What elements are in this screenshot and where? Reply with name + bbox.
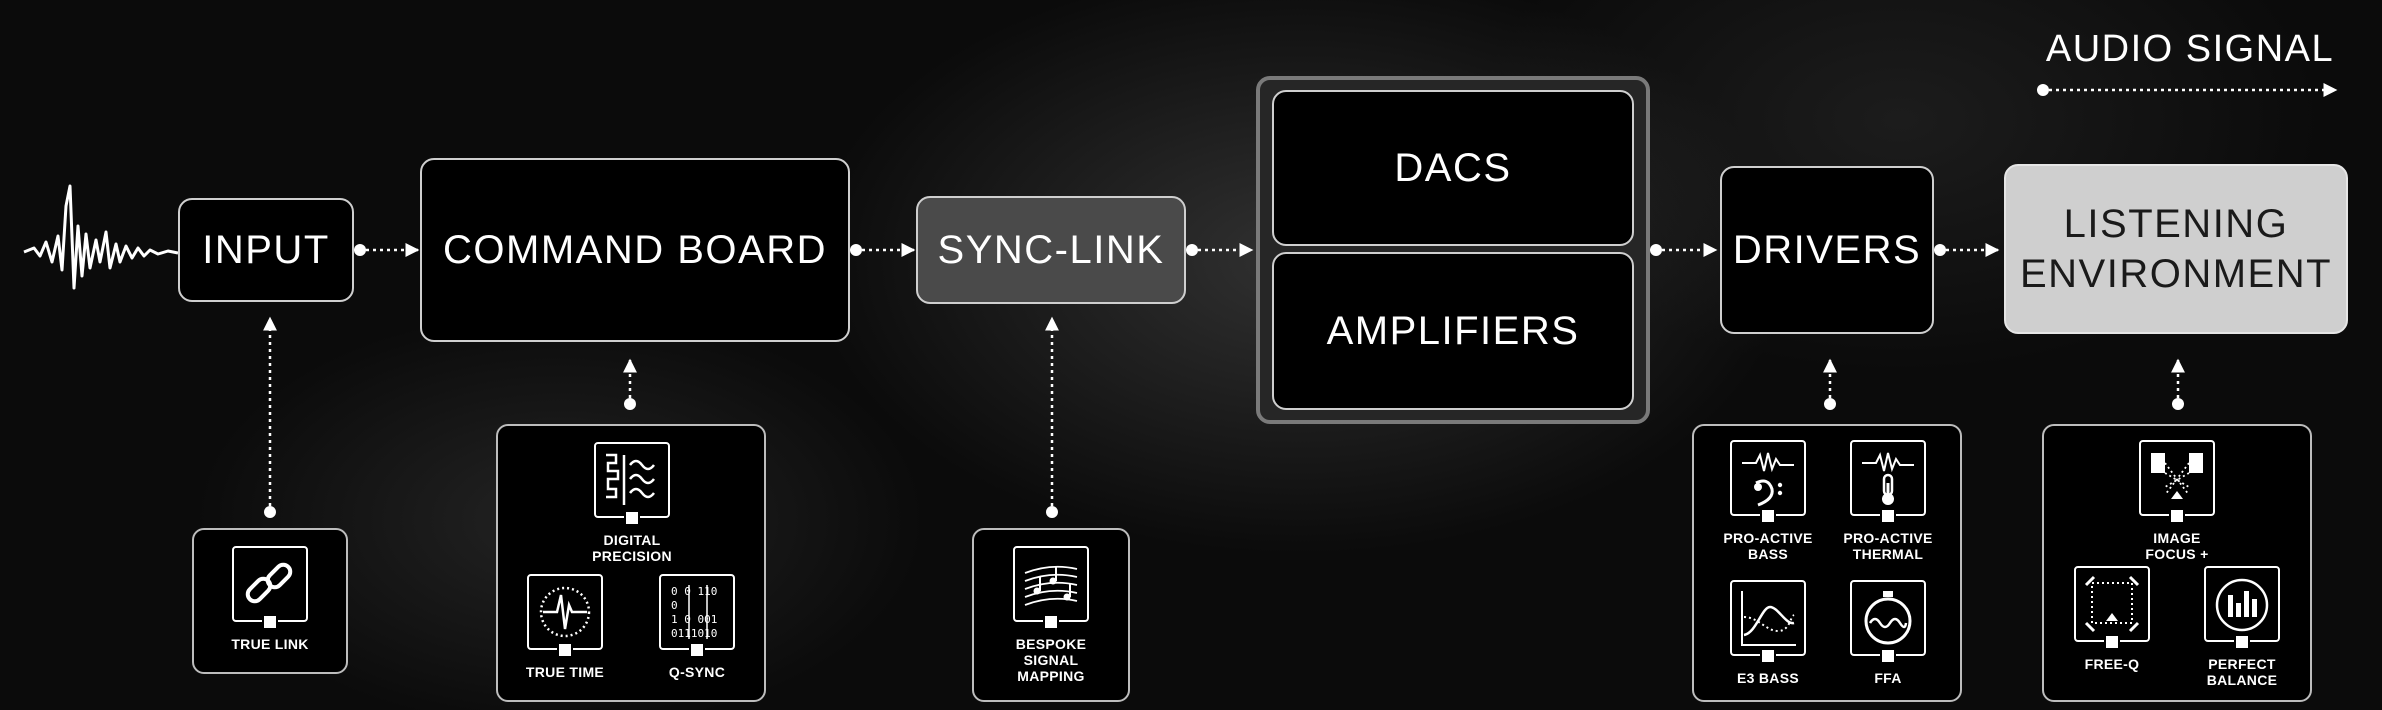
arrow-command-to-sync bbox=[850, 243, 916, 257]
bass-clef-wave-icon bbox=[1730, 440, 1806, 524]
meridian-m-badge-icon bbox=[1760, 648, 1776, 664]
feature-true-link: TRUE LINK bbox=[230, 546, 310, 652]
arrow-amps-to-drivers bbox=[1650, 243, 1718, 257]
legend-title: AUDIO SIGNAL bbox=[2045, 28, 2335, 70]
meridian-m-badge-icon bbox=[689, 642, 705, 658]
speakers-focus-icon bbox=[2139, 440, 2215, 524]
meridian-m-badge-icon bbox=[1760, 508, 1776, 524]
arrow-input-to-command bbox=[354, 243, 420, 257]
feature-ffa: FFA bbox=[1838, 580, 1938, 686]
arrow-features-to-drivers bbox=[1823, 358, 1837, 410]
arrow-sync-to-dacs bbox=[1186, 243, 1254, 257]
svg-text:0: 0 bbox=[671, 599, 678, 612]
meridian-m-badge-icon bbox=[1043, 614, 1059, 630]
equalizer-circle-icon bbox=[2204, 566, 2280, 650]
feature-label: PRO-ACTIVE BASS bbox=[1723, 530, 1813, 563]
binary-grid-icon: 0 0 110 0 1 0 001 0111010 bbox=[659, 574, 735, 658]
stage-drivers: DRIVERS bbox=[1720, 166, 1934, 334]
stopwatch-wave-icon bbox=[1850, 580, 1926, 664]
music-staff-icon bbox=[1013, 546, 1089, 630]
meridian-m-badge-icon bbox=[2169, 508, 2185, 524]
stage-command-board: COMMAND BOARD bbox=[420, 158, 850, 342]
arrow-features-to-listening bbox=[2171, 358, 2185, 410]
chain-link-icon bbox=[232, 546, 308, 630]
feature-free-q: FREE-Q bbox=[2062, 566, 2162, 672]
feature-digital-precision: DIGITAL PRECISION bbox=[582, 442, 682, 564]
circuit-wave-icon bbox=[594, 442, 670, 526]
feature-true-time: TRUE TIME bbox=[520, 574, 610, 680]
feature-label: E3 BASS bbox=[1736, 670, 1799, 686]
meridian-m-badge-icon bbox=[2104, 634, 2120, 650]
feature-pro-active-thermal: PRO-ACTIVE THERMAL bbox=[1838, 440, 1938, 562]
arrow-mapping-to-sync bbox=[1045, 316, 1059, 518]
stage-input: INPUT bbox=[178, 198, 354, 302]
meridian-m-badge-icon bbox=[1880, 508, 1896, 524]
feature-bespoke-signal-mapping: BESPOKE SIGNAL MAPPING bbox=[1011, 546, 1091, 684]
feature-label: FREE-Q bbox=[2084, 656, 2140, 672]
meridian-m-badge-icon bbox=[557, 642, 573, 658]
thermometer-wave-icon bbox=[1850, 440, 1926, 524]
meridian-m-badge-icon bbox=[624, 510, 640, 526]
svg-text:1 0 001: 1 0 001 bbox=[671, 613, 717, 626]
feature-image-focus: IMAGE FOCUS + bbox=[2127, 440, 2227, 562]
feature-label: FFA bbox=[1874, 670, 1902, 686]
feature-q-sync: 0 0 110 0 1 0 001 0111010 Q-SYNC bbox=[652, 574, 742, 680]
stage-amplifiers: AMPLIFIERS bbox=[1272, 252, 1634, 410]
arrow-features-to-command bbox=[623, 358, 637, 410]
feature-label: PERFECT BALANCE bbox=[2206, 656, 2278, 689]
feature-label: Q-SYNC bbox=[668, 664, 726, 680]
feature-label: TRUE LINK bbox=[231, 636, 309, 652]
feature-label: TRUE TIME bbox=[525, 664, 605, 680]
svg-text:0 0 110: 0 0 110 bbox=[671, 585, 717, 598]
arrow-truelink-to-input bbox=[263, 316, 277, 518]
feature-label: IMAGE FOCUS + bbox=[2145, 530, 2209, 563]
feature-perfect-balance: PERFECT BALANCE bbox=[2192, 566, 2292, 688]
feature-label: PRO-ACTIVE THERMAL bbox=[1843, 530, 1933, 563]
dotted-square-icon bbox=[2074, 566, 2150, 650]
legend-arrow bbox=[2037, 83, 2338, 97]
meridian-m-badge-icon bbox=[2234, 634, 2250, 650]
meridian-m-badge-icon bbox=[262, 614, 278, 630]
feature-panel-listening bbox=[2042, 424, 2312, 702]
arrow-drivers-to-listening bbox=[1934, 243, 2000, 257]
audio-waveform-icon bbox=[23, 184, 179, 290]
feature-label: DIGITAL PRECISION bbox=[592, 532, 672, 565]
meridian-m-badge-icon bbox=[1880, 648, 1896, 664]
feature-e3-bass: E3 BASS bbox=[1718, 580, 1818, 686]
feature-pro-active-bass: PRO-ACTIVE BASS bbox=[1718, 440, 1818, 562]
feature-label: BESPOKE SIGNAL MAPPING bbox=[1015, 636, 1087, 685]
svg-text:0111010: 0111010 bbox=[671, 627, 717, 640]
stage-dacs: DACS bbox=[1272, 90, 1634, 246]
curve-graph-icon bbox=[1730, 580, 1806, 664]
stage-listening-environment: LISTENING ENVIRONMENT bbox=[2004, 164, 2348, 334]
clock-impulse-icon bbox=[527, 574, 603, 658]
stage-sync-link: SYNC-LINK bbox=[916, 196, 1186, 304]
